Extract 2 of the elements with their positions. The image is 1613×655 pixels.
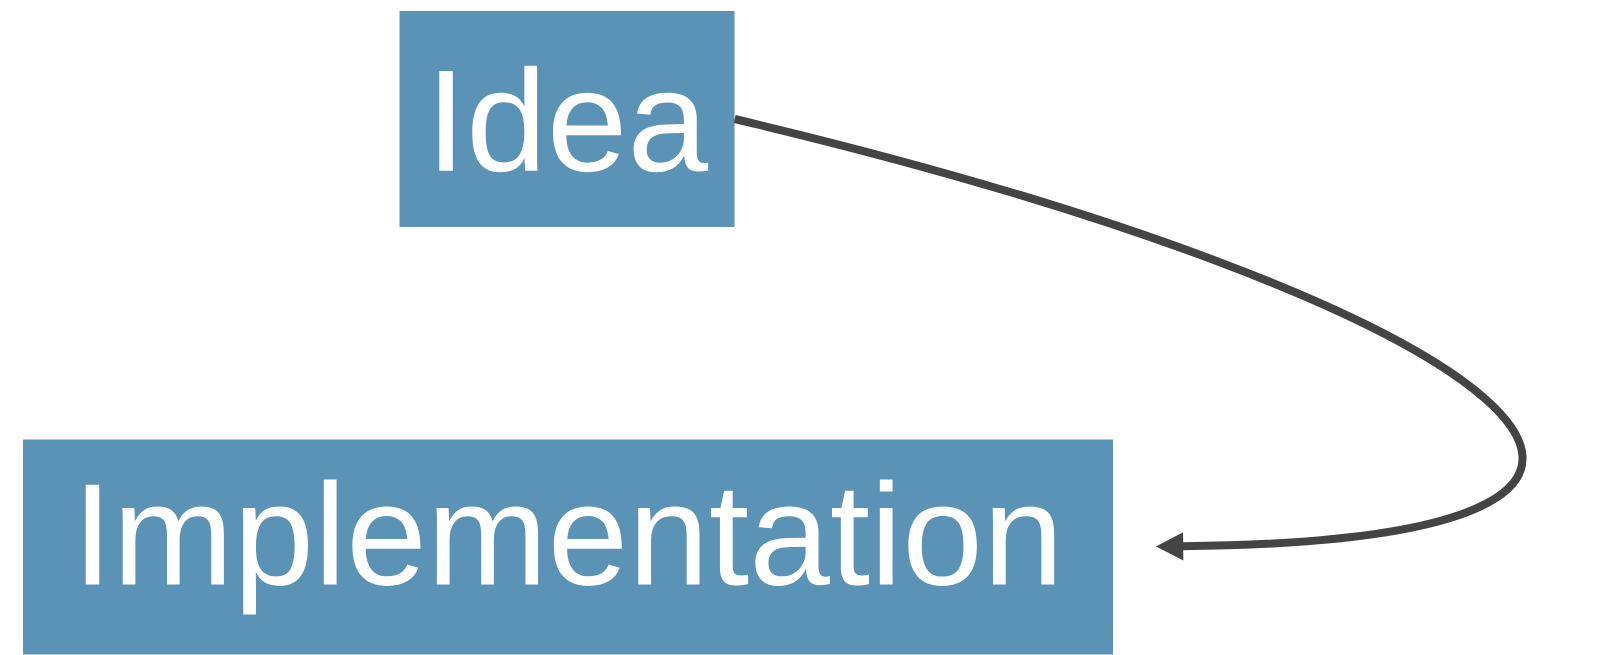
text-box: Idea bbox=[399, 11, 735, 227]
text-box: Implementation bbox=[23, 439, 1113, 655]
